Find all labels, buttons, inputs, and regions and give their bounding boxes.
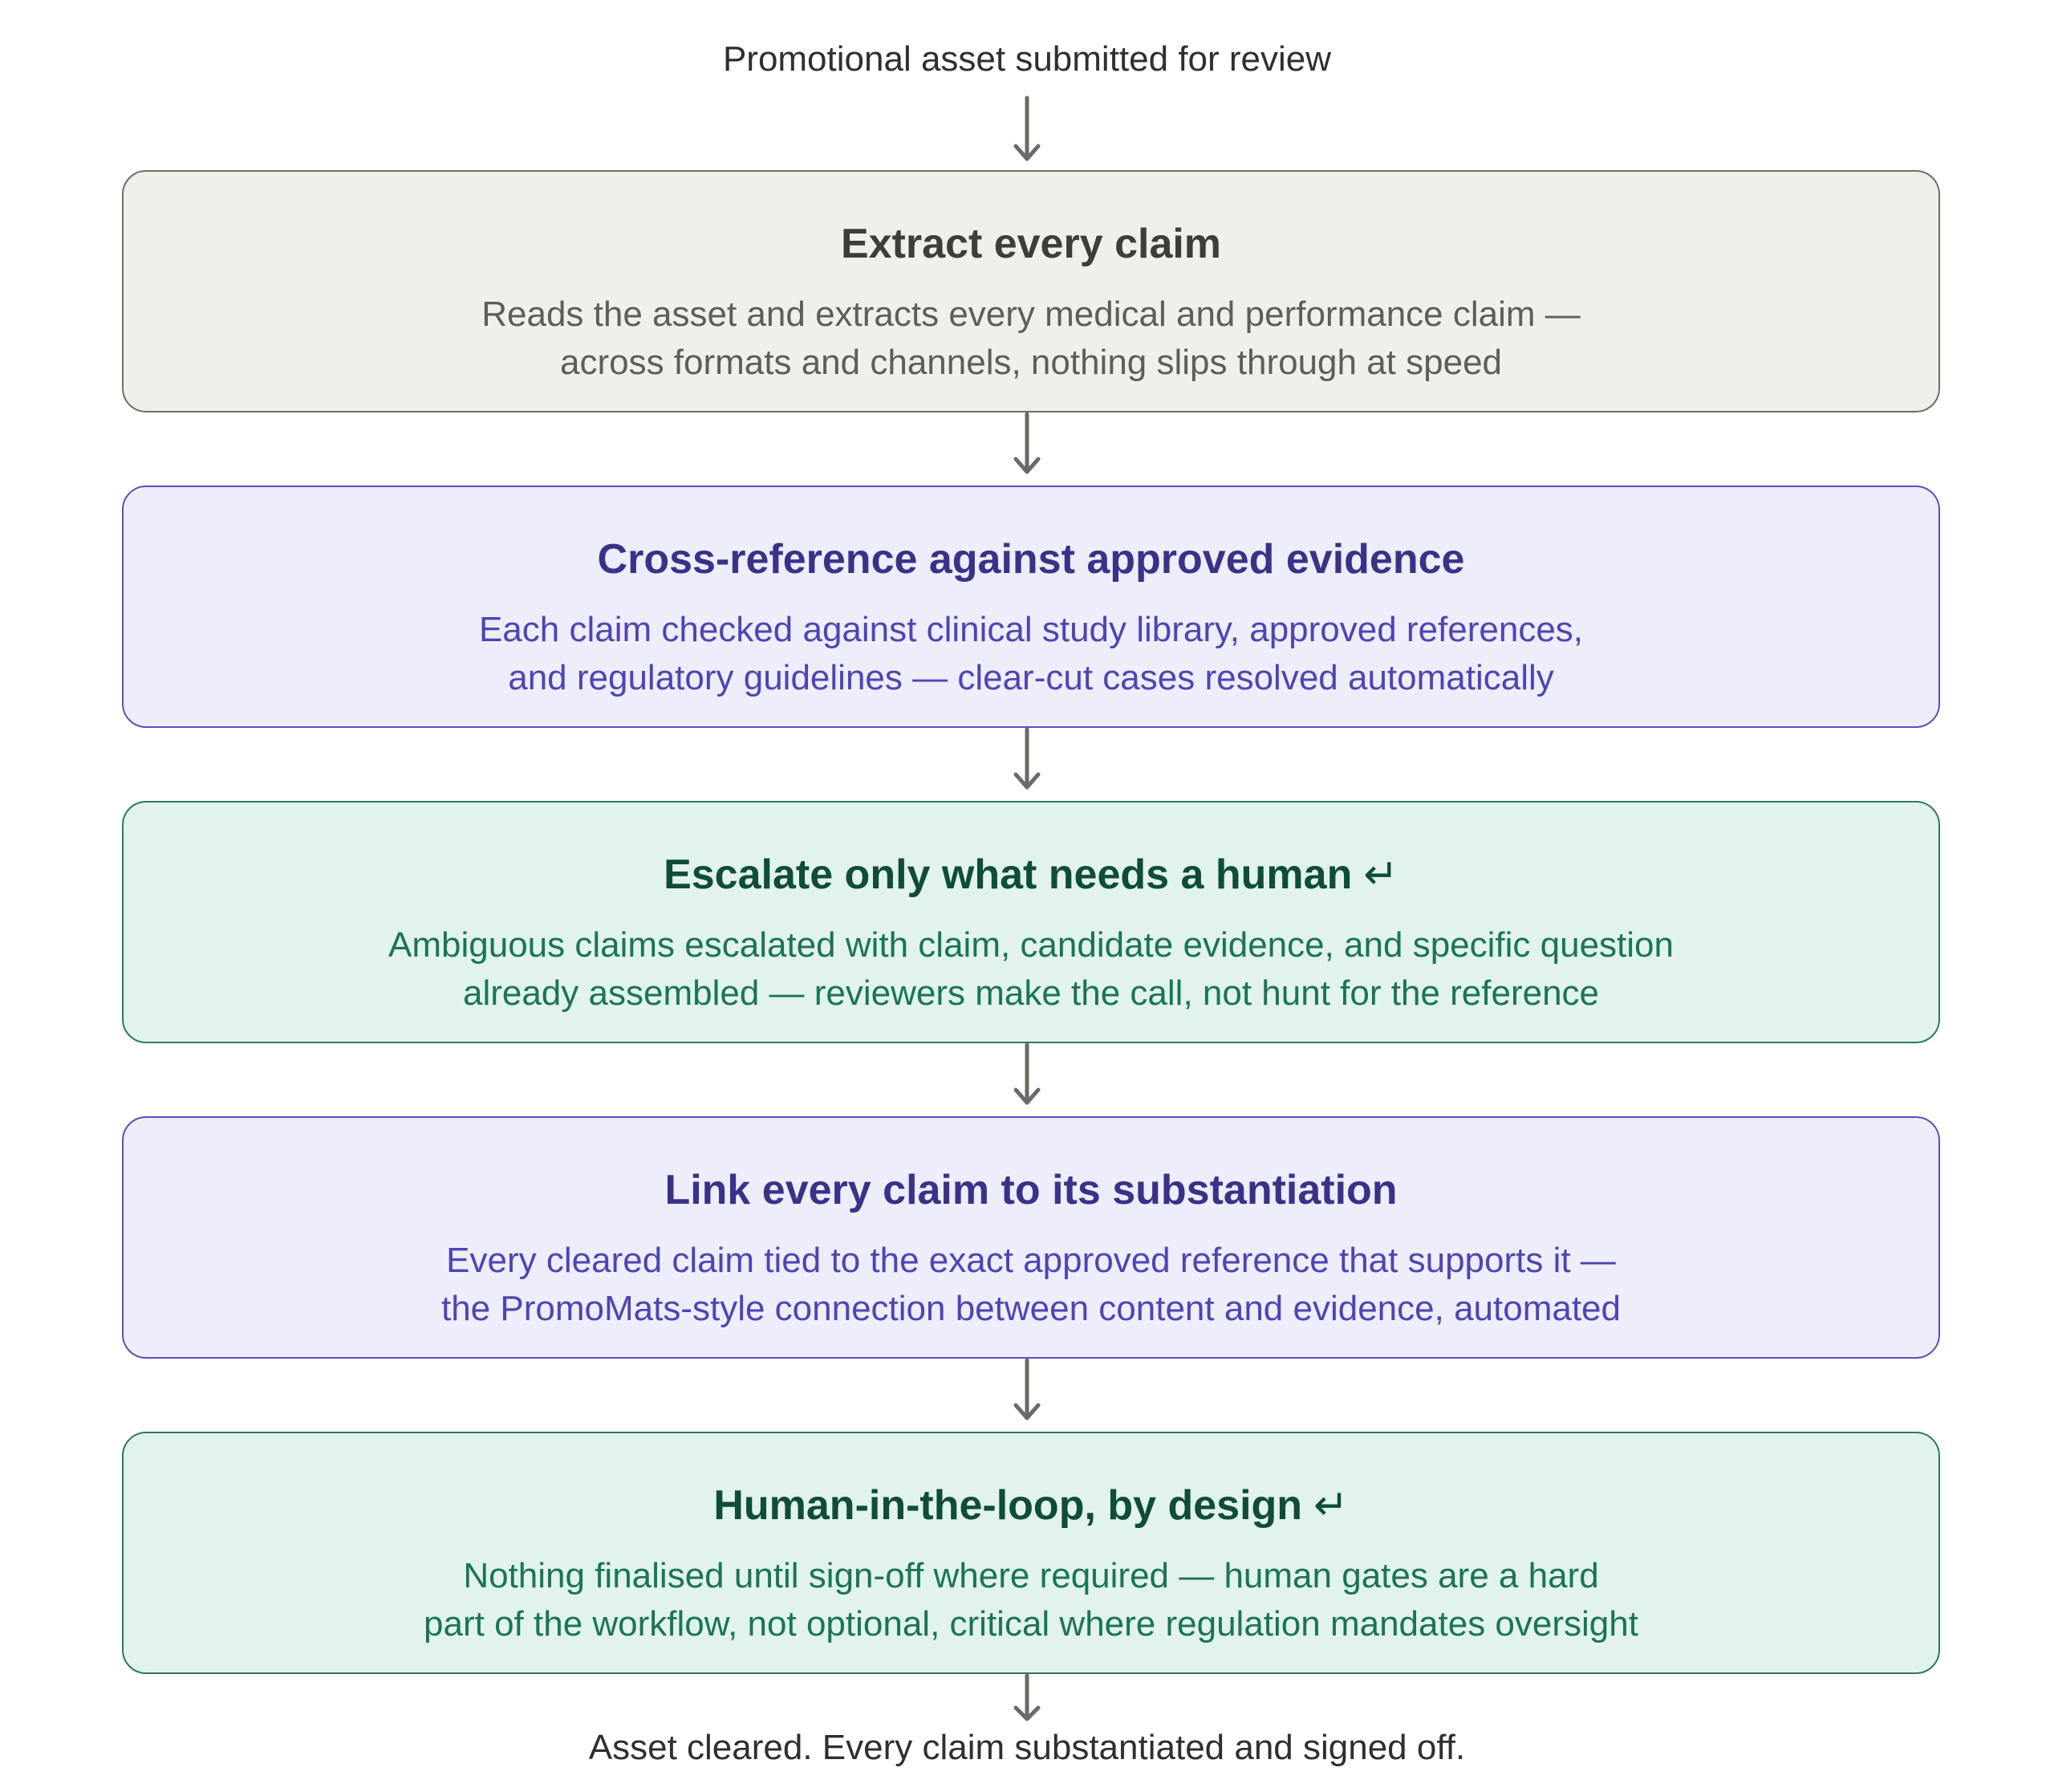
step-description: Nothing finalised until sign-off where r…	[424, 1556, 1638, 1644]
arrow-down-icon	[1013, 1042, 1041, 1105]
step-title: Escalate only what needs a human↵	[124, 849, 1938, 900]
step-title: Link every claim to its substantiation	[664, 1167, 1398, 1213]
step-box-extract: Extract every claim Reads the asset and …	[122, 170, 1940, 412]
arrow-down-icon	[1013, 1673, 1041, 1721]
return-loop-icon: ↵	[1313, 1482, 1349, 1529]
step-title: Human-in-the-loop, by design↵	[124, 1480, 1938, 1531]
arrow-down-icon	[1013, 412, 1041, 474]
step-box-human-in-the-loop: Human-in-the-loop, by design↵ Nothing fi…	[122, 1432, 1940, 1674]
return-loop-icon: ↵	[1363, 851, 1398, 898]
arrow-down-icon	[1013, 95, 1041, 161]
step-title: Cross-reference against approved evidenc…	[597, 536, 1465, 583]
step-title: Extract every claim	[840, 221, 1222, 267]
arrow-down-icon	[1013, 727, 1041, 790]
step-description: Each claim checked against clinical stud…	[478, 610, 1584, 697]
arrow-down-icon	[1013, 1358, 1041, 1420]
step-box-link-substantiation: Link every claim to its substantiation E…	[122, 1116, 1940, 1359]
step-box-cross-reference: Cross-reference against approved evidenc…	[122, 486, 1940, 728]
start-label: Promotional asset submitted for review	[722, 39, 1332, 79]
step-description: Reads the asset and extracts every medic…	[481, 295, 1581, 382]
step-box-escalate: Escalate only what needs a human↵ Ambigu…	[122, 801, 1940, 1043]
step-description: Ambiguous claims escalated with claim, c…	[388, 925, 1674, 1013]
end-label: Asset cleared. Every claim substantiated…	[588, 1728, 1466, 1767]
step-description: Every cleared claim tied to the exact ap…	[440, 1241, 1621, 1328]
